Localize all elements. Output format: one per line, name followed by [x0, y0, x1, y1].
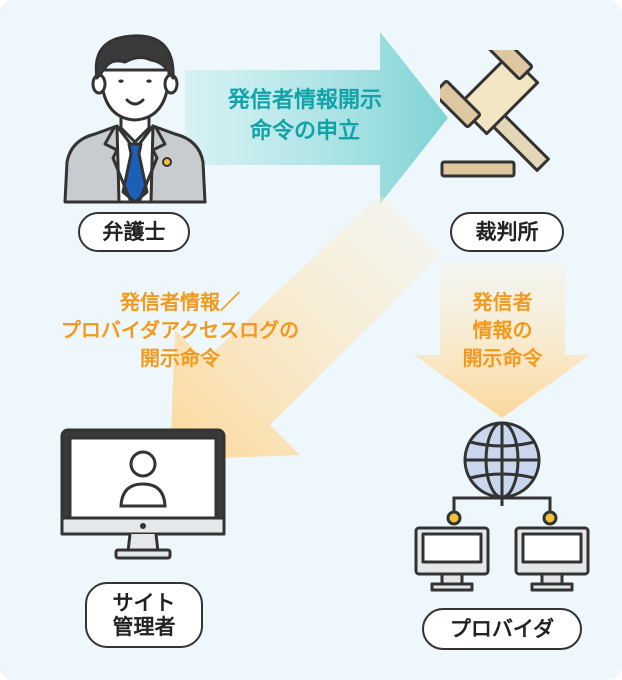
site-disclosure-line3: 開示命令 [140, 346, 220, 370]
court-label: 裁判所 [450, 212, 564, 252]
disclosure-arrow-provider [414, 262, 590, 418]
petition-line1: 発信者情報開示 [227, 88, 382, 113]
lawyer-label: 弁護士 [78, 212, 190, 252]
petition-line2: 命令の申立 [249, 118, 360, 144]
provider-disclosure-line1: 発信者 [472, 290, 533, 314]
disclosure-arrow-site-body [170, 195, 440, 460]
gavel-icon [440, 50, 550, 178]
provider-label-text: プロバイダ [449, 616, 555, 641]
petition-arrow-label: 発信者情報開示 命令の申立 [195, 86, 415, 148]
globe-network-icon [414, 421, 590, 592]
monitor-user-icon [60, 428, 226, 560]
provider-disclosure-label: 発信者 情報の 開示命令 [440, 288, 565, 372]
site-admin-label-line2: 管理者 [112, 615, 176, 639]
lawyer-label-text: 弁護士 [102, 219, 166, 244]
provider-disclosure-line3: 開示命令 [462, 346, 543, 370]
provider-disclosure-line2: 情報の [472, 318, 533, 342]
petition-arrow [185, 32, 448, 204]
site-disclosure-line1: 発信者情報／ [120, 290, 240, 314]
site-disclosure-line2: プロバイダアクセスログの [60, 318, 300, 342]
court-label-text: 裁判所 [475, 219, 539, 244]
site-disclosure-label: 発信者情報／ プロバイダアクセスログの 開示命令 [10, 288, 350, 372]
site-admin-label: サイト 管理者 [85, 582, 203, 648]
provider-label: プロバイダ [422, 608, 582, 650]
person-lawyer-icon [63, 34, 207, 204]
site-admin-label-line1: サイト [112, 590, 176, 615]
